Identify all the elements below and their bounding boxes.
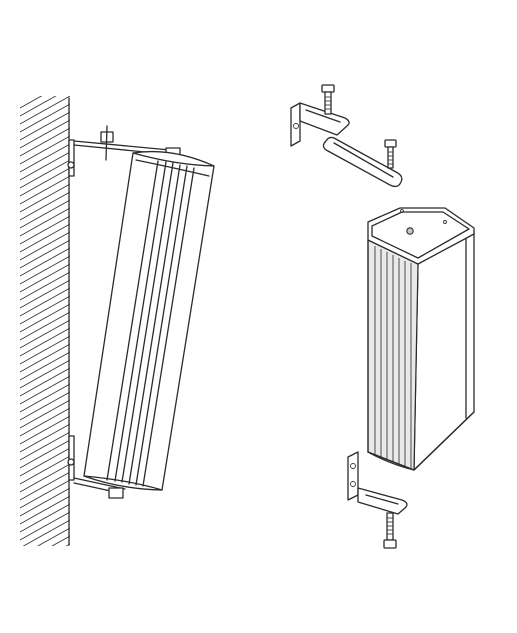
hatch-line: [20, 455, 70, 485]
hatch-line: [20, 279, 70, 309]
hatch-line: [20, 159, 70, 189]
hatch-line: [20, 471, 70, 501]
hatch-line: [20, 287, 70, 317]
hatch-line: [20, 96, 70, 125]
speaker-grille-lines: [106, 160, 195, 487]
hatch-line: [20, 503, 70, 533]
hatch-line: [20, 247, 70, 277]
wall-screw-top: [67, 161, 75, 169]
hatch-line: [20, 271, 70, 301]
hatch-line: [20, 399, 70, 429]
hatch-line: [20, 383, 70, 413]
hatch-line: [20, 119, 70, 149]
hatch-line: [20, 367, 70, 397]
hatch-line: [20, 127, 70, 157]
hatch-line: [20, 207, 70, 237]
hatch-line: [22, 519, 70, 546]
hatch-line: [20, 255, 70, 285]
hatch-line: [20, 576, 70, 604]
plate-bolt-shank: [387, 146, 394, 169]
hatch-line: [51, 535, 70, 546]
hatch-line: [20, 327, 70, 357]
top-l-bracket: [290, 84, 350, 147]
hatch-line: [20, 311, 70, 341]
wall-bottom-bracket: [68, 435, 126, 499]
top-bolt-shaft: [105, 125, 108, 161]
speaker-top-face: [367, 207, 475, 265]
hatch-line: [20, 463, 70, 493]
hatch-line: [20, 343, 70, 373]
hatch-line: [20, 487, 70, 517]
top-mount-hole: [406, 227, 414, 235]
speaker-body: [83, 152, 215, 491]
hatch-line: [36, 527, 70, 546]
hatch-line: [20, 439, 70, 469]
hatch-line: [20, 239, 70, 269]
hatch-line: [20, 568, 70, 596]
hatch-line: [20, 495, 70, 525]
hatch-line: [20, 415, 70, 445]
hatch-line: [20, 151, 70, 181]
hatch-line: [20, 263, 70, 293]
hatch-line: [20, 111, 70, 141]
speaker-3d-view: [367, 207, 475, 471]
hatch-line: [20, 359, 70, 389]
hatch-line: [20, 175, 70, 205]
speaker-front-grille-lines: [374, 246, 412, 468]
hatch-line: [20, 552, 70, 580]
bottom-clamp: [108, 487, 124, 499]
hatch-line: [20, 167, 70, 197]
wall-hatching: [20, 96, 70, 604]
hatch-line: [20, 96, 43, 109]
hatch-line: [20, 135, 70, 165]
speaker-top-cap: [132, 150, 215, 167]
speaker-side-panel: [413, 231, 475, 471]
hatch-line: [20, 511, 70, 541]
hatch-line: [20, 391, 70, 421]
hatch-line: [65, 543, 70, 546]
hatch-line: [20, 560, 70, 588]
plate-bolt-head: [384, 139, 397, 148]
hatch-line: [20, 231, 70, 261]
hatch-line: [20, 303, 70, 333]
wall-mounted-speaker: [67, 150, 215, 491]
hatch-line: [20, 319, 70, 349]
hatch-line: [20, 223, 70, 253]
hatch-line: [20, 295, 70, 325]
bottom-bolt-head: [383, 539, 397, 549]
wall-screw-bottom: [67, 458, 75, 466]
hatch-line: [20, 199, 70, 229]
hatch-line: [20, 431, 70, 461]
hatch-line: [20, 143, 70, 173]
wall: [20, 96, 70, 604]
hatch-line: [20, 407, 70, 437]
hatch-line: [20, 215, 70, 245]
hatch-line: [20, 375, 70, 405]
hatch-line: [20, 191, 70, 221]
hatch-line: [20, 423, 70, 453]
hatch-line: [20, 479, 70, 509]
hatch-line: [20, 335, 70, 365]
bottom-l-bracket: [347, 451, 408, 549]
hatch-line: [20, 447, 70, 477]
hatch-line: [20, 351, 70, 381]
top-bolt-shank: [324, 91, 332, 115]
hatch-line: [20, 103, 70, 133]
hatch-line: [20, 183, 70, 213]
bottom-bolt-shank: [386, 512, 394, 541]
hatch-line: [20, 96, 57, 117]
top-bolt-head-right: [321, 84, 335, 93]
speaker-bottom-cap: [83, 475, 163, 491]
slotted-plate: [322, 136, 403, 188]
